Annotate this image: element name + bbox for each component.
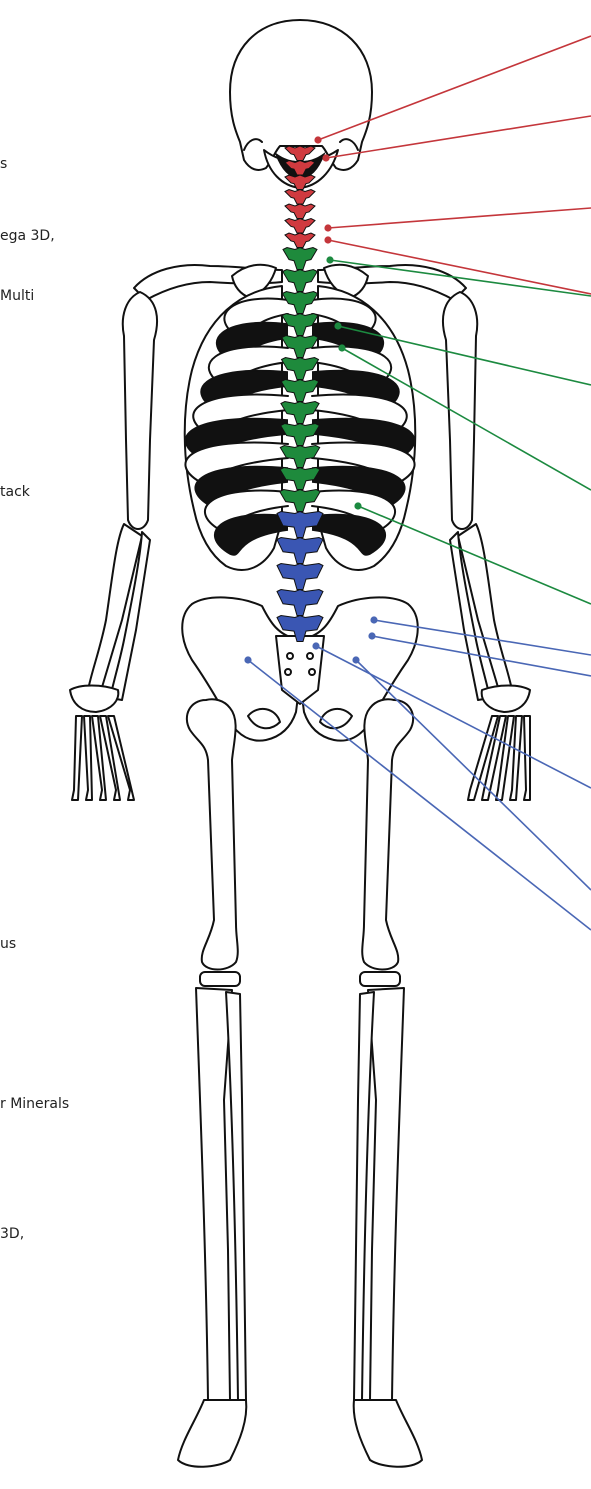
thoracic-pointer-dot bbox=[338, 344, 345, 351]
thoracic-pointer-dot bbox=[326, 256, 333, 263]
lumbar-pointer-dot bbox=[352, 656, 359, 663]
cervical-pointer-dot bbox=[324, 224, 331, 231]
cervical-pointer-line bbox=[328, 208, 591, 228]
lumbar-vertebra bbox=[277, 512, 323, 538]
cervical-vertebra bbox=[285, 219, 315, 234]
thoracic-vertebra bbox=[280, 446, 319, 468]
lumbar-pointer-dot bbox=[370, 616, 377, 623]
thoracic-vertebra bbox=[280, 490, 321, 512]
lumbar-vertebra bbox=[277, 538, 323, 564]
left-arm bbox=[70, 292, 157, 800]
thoracic-vertebra bbox=[281, 424, 320, 446]
finger-bone bbox=[84, 716, 92, 800]
cervical-vertebra bbox=[285, 190, 315, 205]
cervical-pointer-dot bbox=[324, 236, 331, 243]
lumbar-pointer-dot bbox=[244, 656, 251, 663]
lumbar-pointer-dot bbox=[368, 632, 375, 639]
finger-bone bbox=[72, 716, 82, 800]
thoracic-vertebra bbox=[283, 270, 318, 292]
thoracic-pointer-dot bbox=[334, 322, 341, 329]
cervical-pointer-dot bbox=[322, 154, 329, 161]
lumbar-vertebra bbox=[277, 564, 323, 590]
spine bbox=[277, 146, 323, 642]
thoracic-pointer-dot bbox=[354, 502, 361, 509]
thoracic-vertebra bbox=[283, 248, 317, 270]
right-leg bbox=[354, 699, 422, 1466]
cervical-vertebra bbox=[285, 146, 315, 161]
lumbar-pointer-line bbox=[248, 660, 591, 930]
cervical-vertebra bbox=[285, 233, 315, 248]
left-leg bbox=[178, 699, 246, 1466]
cervical-pointer-dot bbox=[314, 136, 321, 143]
thoracic-vertebra bbox=[280, 468, 320, 490]
cervical-vertebra bbox=[285, 204, 315, 219]
lumbar-pointer-dot bbox=[312, 642, 319, 649]
lumbar-vertebra bbox=[277, 590, 323, 616]
finger-bone bbox=[524, 716, 530, 800]
